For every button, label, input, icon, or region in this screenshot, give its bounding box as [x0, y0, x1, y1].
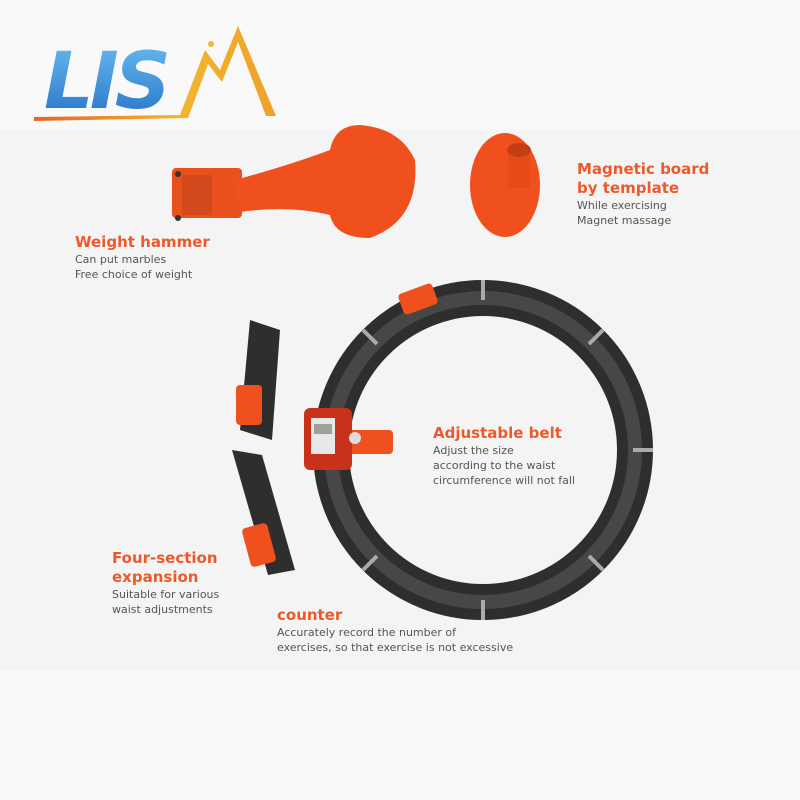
feature-title: Magnetic board [577, 160, 710, 178]
feature-line: Free choice of weight [75, 268, 193, 281]
feature-four-section: Four-section expansion Suitable for vari… [112, 549, 219, 617]
feature-weight-hammer: Weight hammer Can put marbles Free choic… [75, 233, 210, 282]
feature-line: according to the waist [433, 459, 556, 472]
feature-line: While exercising [577, 199, 667, 212]
feature-title-line2: expansion [112, 568, 199, 586]
feature-title-line2: by template [577, 179, 680, 197]
feature-title: Four-section [112, 549, 218, 567]
feature-title: Weight hammer [75, 233, 210, 251]
footer-background [0, 670, 800, 800]
feature-line: circumference will not fall [433, 474, 575, 487]
feature-line: Suitable for various [112, 588, 220, 601]
header-background [0, 0, 800, 130]
magnetic-board-part [470, 133, 540, 237]
weight-hammer-part [172, 125, 416, 238]
feature-line: Magnet massage [577, 214, 672, 227]
feature-line: waist adjustments [112, 603, 213, 616]
feature-adjustable-belt: Adjustable belt Adjust the size accordin… [433, 424, 575, 488]
feature-counter: counter Accurately record the number of … [277, 606, 513, 655]
feature-line: exercises, so that exercise is not exces… [277, 641, 514, 654]
feature-line: Accurately record the number of [277, 626, 457, 639]
feature-title: Adjustable belt [433, 424, 562, 442]
hula-hoop-ring [304, 280, 653, 620]
feature-line: Can put marbles [75, 253, 167, 266]
brand-logo: LIS [34, 26, 276, 125]
feature-magnetic-board: Magnetic board by template While exercis… [577, 160, 709, 228]
svg-text:LIS: LIS [44, 37, 167, 125]
four-section-segments [232, 320, 295, 575]
feature-line: Adjust the size [433, 444, 514, 457]
feature-title: counter [277, 606, 343, 624]
